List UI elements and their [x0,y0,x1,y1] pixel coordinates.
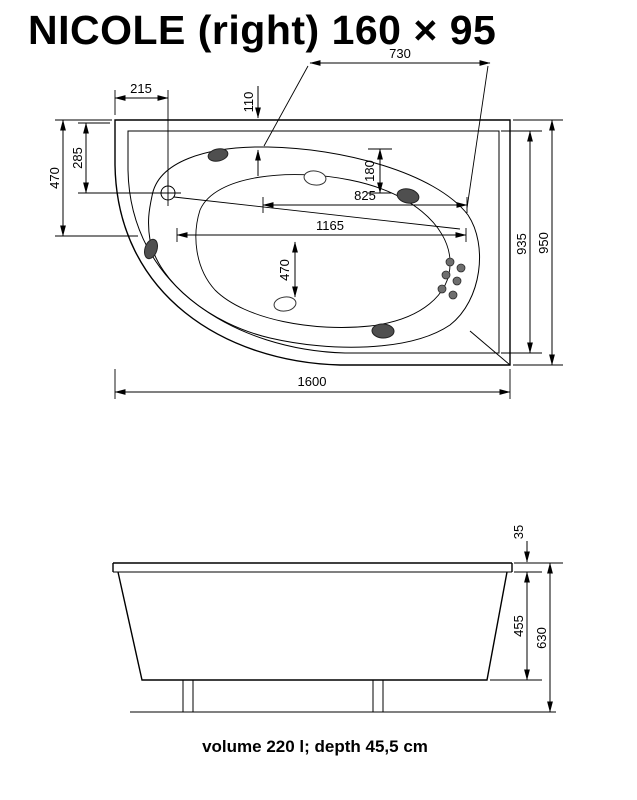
tub-leg [372,679,384,713]
jet-icon [273,296,297,312]
dim-label-730: 730 [389,46,411,61]
tub-body-profile [117,571,508,681]
dim-1165: 1165 [176,218,467,242]
dim-825: 825 [262,188,468,213]
dim-110: 110 [241,86,261,176]
dim-label-110: 110 [241,92,256,113]
dim-730: 730 [263,46,491,209]
tub-outer-outline [114,119,511,366]
dim-180: 180 [362,148,392,194]
volume-depth-caption: volume 220 l; depth 45,5 cm [202,737,428,756]
dim-470-left: 470 [47,119,138,237]
jet-icon [396,188,420,204]
dim-1600: 1600 [114,369,511,399]
dim-label-1165: 1165 [316,218,344,233]
jet-icon [207,148,229,162]
dim-455: 455 [490,571,542,681]
dim-35: 35 [511,525,563,573]
dim-215: 215 [114,81,169,186]
tub-corner-line [469,330,511,366]
dim-285: 285 [70,122,159,194]
dim-label-950: 950 [536,232,551,254]
dim-950: 950 [513,119,563,366]
mini-jet-icon [445,257,455,267]
dim-label-470-mid: 470 [277,259,292,281]
dim-935: 935 [501,130,542,354]
basin-edge [148,146,480,348]
dim-470-mid: 470 [277,241,298,298]
jet-icon [371,323,395,339]
mini-jet-icon [456,263,466,273]
dim-630: 630 [534,562,553,713]
dim-label-470-left: 470 [47,167,62,189]
ext-line [263,65,309,147]
jet-icon [303,170,327,186]
mini-jet-icon [448,290,458,300]
dim-label-825: 825 [354,188,376,203]
top-view: 215 110 730 285 470 [47,46,563,399]
mini-jet-icon [437,284,447,294]
dim-label-630: 630 [534,627,549,649]
tub-leg [182,679,194,713]
tub-inner-rim [127,130,500,354]
dim-label-215: 215 [130,81,152,96]
dim-label-35: 35 [511,525,526,539]
axis-line [173,196,461,230]
dim-label-935: 935 [514,233,529,255]
dim-label-180: 180 [362,160,377,182]
side-view: 35 455 630 [112,525,563,713]
jet-icon [144,238,158,260]
mini-jet-icon [452,276,462,286]
ext-line [466,65,489,209]
jets [144,148,466,339]
dim-label-285: 285 [70,147,85,169]
dim-label-455: 455 [511,615,526,637]
page-title: NICOLE (right) 160 × 95 [28,7,496,53]
dim-label-1600: 1600 [298,374,327,389]
mini-jet-icon [441,270,451,280]
